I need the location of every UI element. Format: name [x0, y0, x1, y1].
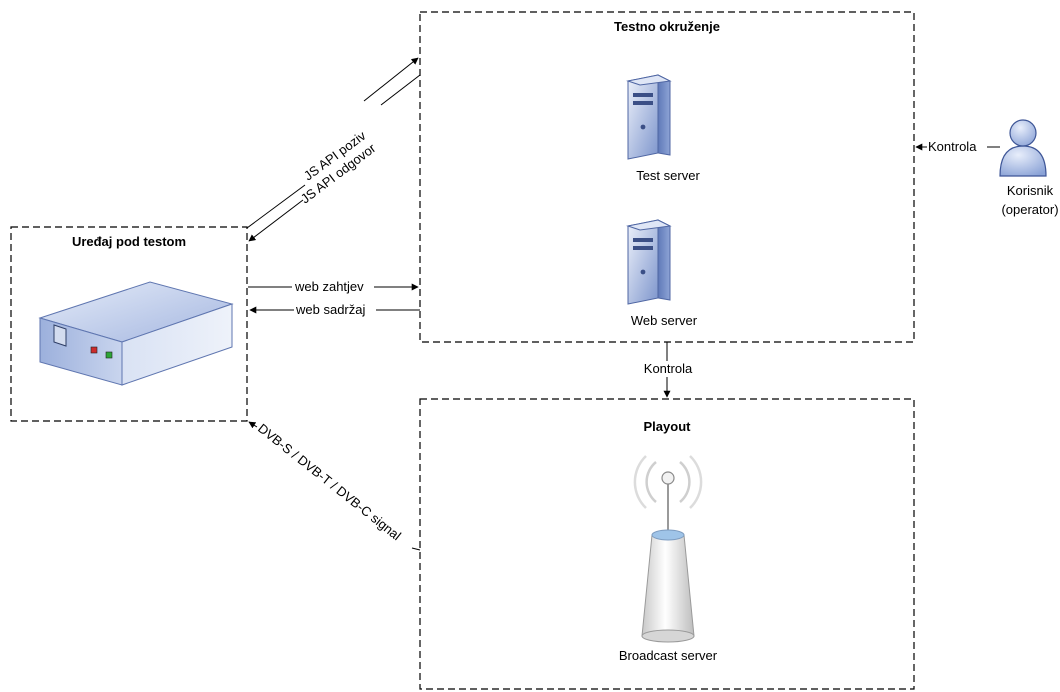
js-api-call-connection: JS API poziv [246, 57, 419, 229]
broadcast-server-label: Broadcast server [619, 648, 718, 663]
web-server-icon [626, 219, 672, 305]
playout-control-label: Kontrola [644, 361, 693, 376]
playout-box [419, 398, 915, 690]
web-server-label: Web server [631, 313, 698, 328]
test-environment-title: Testno okruženje [614, 19, 720, 34]
web-content-label: web sadržaj [295, 302, 365, 317]
device-under-test-title: Uređaj pod testom [72, 234, 186, 249]
device-under-test-group: Uređaj pod testom [10, 226, 248, 422]
playout-control-connection: Kontrola [644, 342, 693, 398]
operator-person-icon [999, 119, 1047, 177]
dvb-signal-label: DVB-S / DVB-T / DVB-C signal [255, 421, 404, 544]
playout-group: Playout Broadcast server [419, 398, 915, 690]
device-under-test-box [10, 226, 248, 422]
user-control-label: Kontrola [928, 139, 977, 154]
operator-label-line2: (operator) [1001, 202, 1058, 217]
web-request-connection: web zahtjev [248, 279, 419, 294]
operator-label-line1: Korisnik [1007, 183, 1054, 198]
web-request-label: web zahtjev [294, 279, 364, 294]
set-top-box-icon [38, 281, 234, 386]
test-environment-group: Testno okruženje Test server Web server [419, 11, 915, 343]
test-server-label: Test server [636, 168, 700, 183]
playout-title: Playout [644, 419, 692, 434]
web-content-connection: web sadržaj [249, 302, 420, 317]
test-server-icon [626, 74, 672, 160]
broadcast-tower-icon [633, 455, 703, 643]
dvb-signal-connection: DVB-S / DVB-T / DVB-C signal [248, 421, 421, 551]
user-control-connection: Kontrola [915, 139, 1000, 154]
